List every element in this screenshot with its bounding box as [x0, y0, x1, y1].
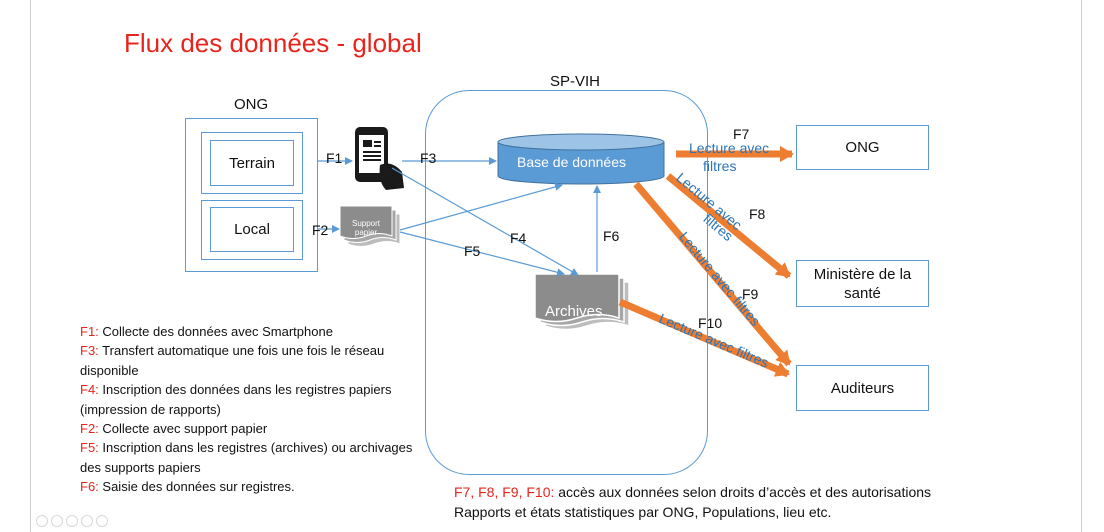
- footer-line-1: accès aux données selon droits d’accès e…: [554, 484, 932, 500]
- next-slide-icon[interactable]: [51, 515, 63, 527]
- legend-item: F4: Inscription des données dans les reg…: [80, 380, 420, 419]
- arrow-f10: [618, 298, 790, 378]
- flow-label-f1: F1: [326, 150, 343, 166]
- footer-key: F7, F8, F9, F10:: [454, 484, 555, 500]
- legend-key: F2:: [80, 421, 99, 437]
- legend-key: F4:: [80, 382, 99, 398]
- page-title: Flux des données - global: [124, 28, 422, 58]
- ong-right-box: ONG: [796, 125, 929, 170]
- blue-flow-arrows: [318, 157, 601, 277]
- legend-text: Saisie des données sur registres.: [98, 479, 295, 495]
- f7-filtres-label: filtres: [703, 158, 737, 174]
- archives-label: Archives: [545, 303, 603, 320]
- legend-key: F1:: [80, 324, 99, 339]
- flow-label-f2: F2: [312, 222, 329, 238]
- prev-slide-icon[interactable]: [36, 515, 48, 527]
- flow-label-f10: F10: [698, 315, 723, 331]
- flow-label-f6: F6: [603, 228, 620, 244]
- legend-item: F5: Inscription dans les registres (arch…: [80, 438, 420, 477]
- sp-vih-container: [425, 90, 708, 475]
- legend-text: Collecte avec support papier: [98, 421, 268, 437]
- legend-item: F3: Transfert automatique une fois une f…: [80, 341, 420, 380]
- footer-note: F7, F8, F9, F10: accès aux données selon…: [454, 482, 931, 522]
- legend-text: Transfert automatique une fois une fois …: [80, 343, 385, 378]
- smartphone-icon: [355, 127, 404, 190]
- legend-item: F2: Collecte avec support papier: [80, 419, 420, 438]
- legend-text: Collecte des données avec Smartphone: [98, 324, 333, 339]
- ong-left-box: [185, 118, 318, 272]
- paper-stack-icon: [339, 205, 401, 247]
- flow-label-f5: F5: [464, 243, 481, 259]
- arrow-f9: [633, 181, 792, 367]
- flow-label-f3: F3: [420, 150, 437, 166]
- terrain-box: Terrain: [210, 140, 294, 186]
- auditeurs-box: Auditeurs: [796, 365, 929, 411]
- menu-icon[interactable]: [96, 515, 108, 527]
- slide-nav-controls[interactable]: [36, 515, 108, 527]
- legend-key: F6:: [80, 479, 99, 495]
- legend-item: F1: Collecte des données avec Smartphone: [80, 322, 420, 341]
- arrow-f2-db: [399, 183, 563, 231]
- legend-text: Inscription des données dans les registr…: [80, 382, 392, 417]
- arrow-f5: [399, 231, 565, 277]
- ong-left-label: ONG: [234, 96, 269, 113]
- local-outer: [201, 200, 303, 260]
- local-box: Local: [210, 207, 294, 252]
- legend: F1: Collecte des données avec Smartphone…: [80, 322, 420, 497]
- f7-lecture-label: Lecture avec: [689, 140, 770, 156]
- legend-key: F3:: [80, 343, 99, 359]
- ministere-box: Ministère de la santé: [796, 260, 929, 307]
- zoom-icon[interactable]: [81, 515, 93, 527]
- database-label: Base de données: [517, 154, 626, 170]
- flow-label-f7: F7: [733, 126, 750, 142]
- footer-line-2: Rapports et états statistiques par ONG, …: [454, 504, 832, 520]
- arrow-f8: [665, 173, 792, 279]
- sp-vih-label: SP-VIH: [550, 73, 601, 90]
- terrain-outer: [201, 132, 303, 194]
- support-papier-label: Support papier: [351, 219, 381, 237]
- flow-label-f4: F4: [510, 230, 527, 246]
- orange-flow-arrows: [618, 146, 794, 378]
- legend-key: F5:: [80, 440, 99, 456]
- pen-icon[interactable]: [66, 515, 78, 527]
- legend-text: Inscription dans les registres (archives…: [80, 440, 413, 475]
- flow-label-f9: F9: [742, 286, 759, 302]
- flow-label-f8: F8: [749, 206, 766, 222]
- arrow-f4: [391, 167, 579, 276]
- database-cylinder-icon: [497, 133, 665, 185]
- legend-item: F6: Saisie des données sur registres.: [80, 477, 420, 496]
- archives-stack-icon: [534, 273, 630, 331]
